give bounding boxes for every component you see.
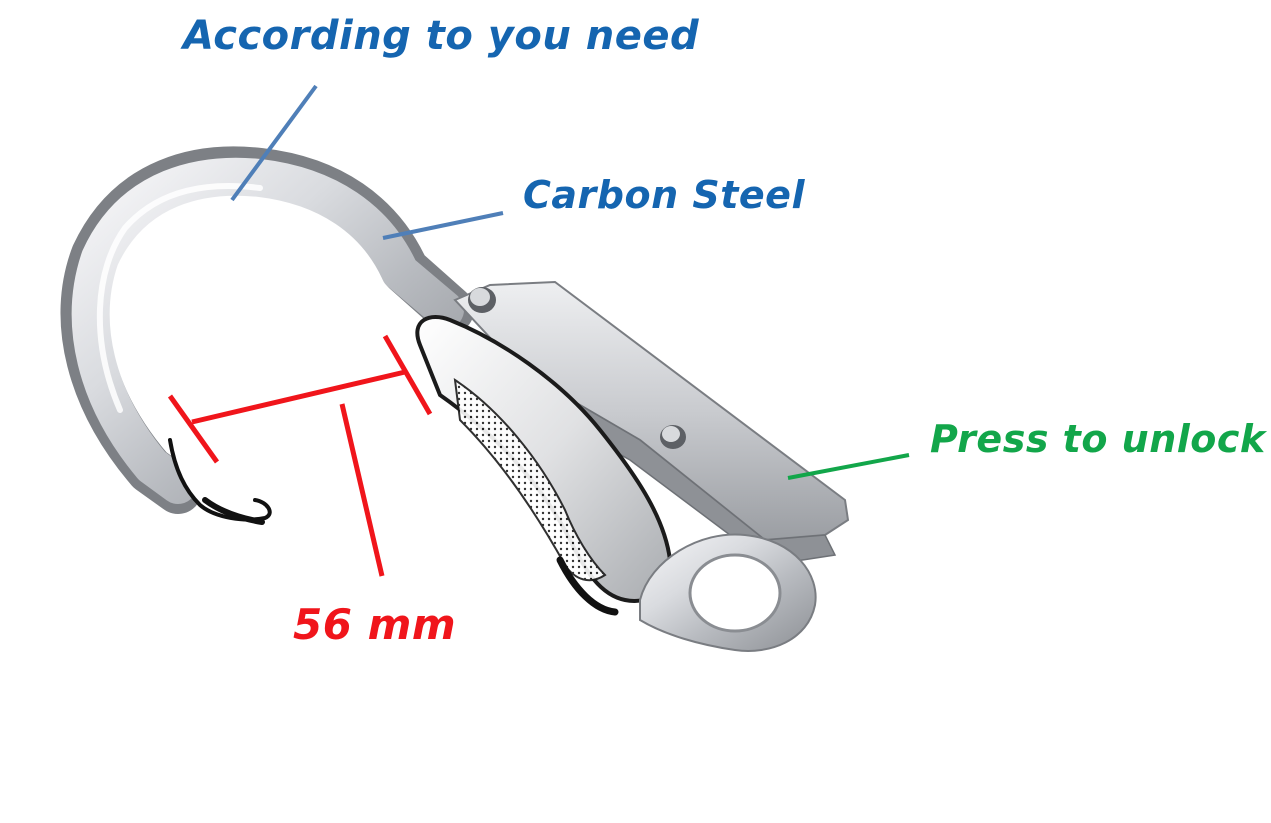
opening-dimension-marker <box>167 334 433 577</box>
hook-tip <box>168 438 272 522</box>
material-label: Carbon Steel <box>523 173 805 217</box>
according-to-need-label: According to you need <box>183 13 700 59</box>
rivet-lower <box>660 425 686 449</box>
opening-size-label: 56 mm <box>293 600 457 649</box>
hook-tip-stroke <box>202 497 265 525</box>
hook-arc-highlight <box>96 183 263 413</box>
lever-knurled-grip <box>453 377 607 582</box>
pointer-press-to-unlock <box>787 453 910 480</box>
rivet-upper <box>468 287 496 313</box>
pointer-carbon-steel <box>382 211 504 240</box>
press-to-unlock-label: Press to unlock <box>930 417 1266 461</box>
attachment-eye <box>639 533 817 652</box>
pointer-according <box>230 84 318 202</box>
carabiner-hook-illustration <box>60 146 850 652</box>
lever-shadow <box>556 556 619 616</box>
hook-arc <box>71 157 464 504</box>
